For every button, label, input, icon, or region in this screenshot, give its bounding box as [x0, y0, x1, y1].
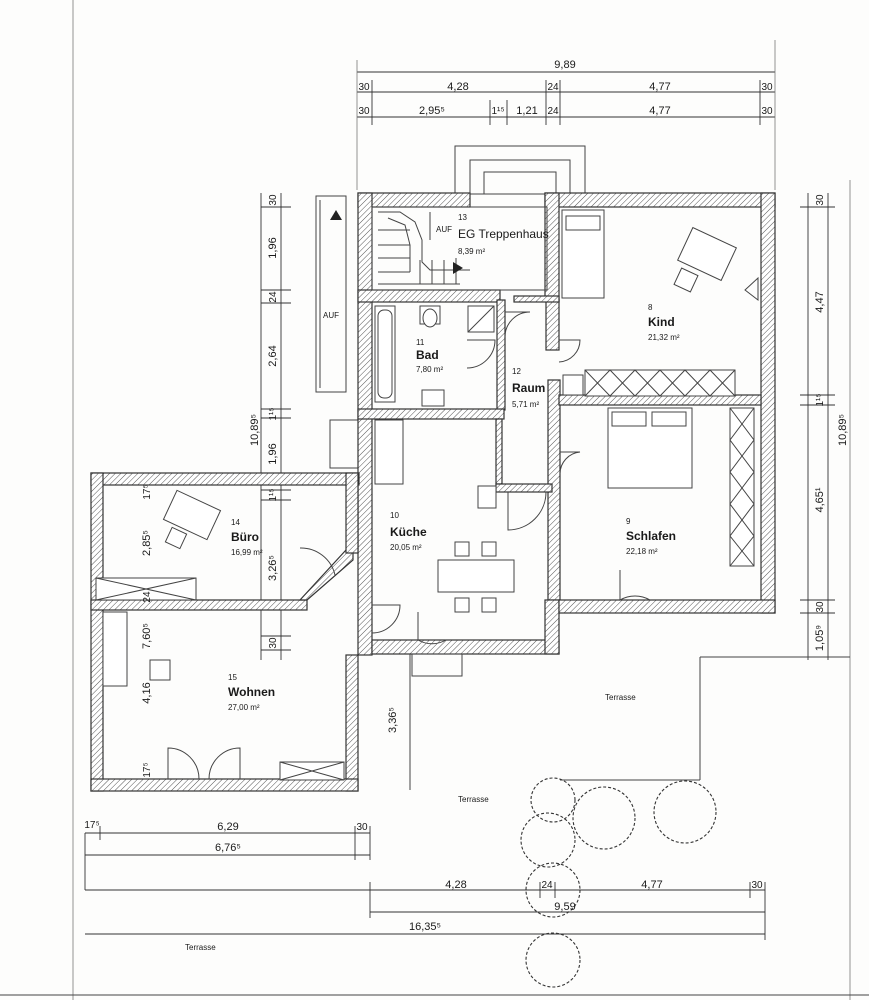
dim-top-row2-f: 4,77 [649, 105, 670, 117]
dim-right-f: 1,05⁹ [814, 625, 826, 651]
dim-bottom-r5: 16,35⁵ [409, 921, 441, 933]
dim-top-row1-b: 4,28 [447, 81, 468, 93]
room-treppenhaus-name: EG Treppenhaus [458, 227, 549, 241]
west-wing-dimensions: 17⁵ 2,85⁵ 24 7,60⁵ 4,16 17⁵ 3,36⁵ [141, 484, 399, 777]
room-kueche-number: 10 [390, 511, 399, 520]
dim-left-g: 1¹⁵ [268, 488, 279, 501]
dim-bottom-r1-b: 6,29 [217, 821, 238, 833]
dim-terrace-depth: 3,36⁵ [387, 707, 399, 733]
dim-top-row1-a: 30 [358, 82, 370, 93]
dim-left-i: 30 [268, 637, 279, 649]
room-raum-area: 5,71 m² [512, 400, 539, 409]
room-kueche-area: 20,05 m² [390, 543, 422, 552]
room-buero-number: 14 [231, 518, 240, 527]
kind-furniture [561, 209, 759, 397]
dim-right-b: 4,47 [814, 291, 826, 312]
terrace-outline [409, 654, 850, 790]
dim-left-f: 1,96 [267, 443, 279, 464]
dim-bottom-r3-b: 24 [541, 880, 553, 891]
dim-left-a: 30 [268, 194, 279, 206]
room-labels: 13 EG Treppenhaus 8,39 m² 8 Kind 21,32 m… [185, 213, 680, 952]
room-bad-number: 11 [416, 338, 425, 347]
schlafen-furniture [607, 407, 755, 567]
room-wohnen-number: 15 [228, 673, 237, 682]
dim-bottom-r1-c: 30 [356, 822, 368, 833]
room-schlafen-number: 9 [626, 517, 631, 526]
room-schlafen-name: Schlafen [626, 529, 676, 543]
room-bad-name: Bad [416, 348, 439, 362]
dim-wohnen-b: 4,16 [141, 682, 153, 703]
room-kueche-name: Küche [390, 525, 427, 539]
dim-top-row1-e: 30 [761, 82, 773, 93]
doors [167, 311, 651, 780]
dim-left-b: 1,96 [267, 237, 279, 258]
room-kind-number: 8 [648, 303, 653, 312]
dim-wohnen-a: 7,60⁵ [141, 623, 153, 649]
room-kind-area: 21,32 m² [648, 333, 680, 342]
wohnen-furniture [102, 611, 345, 781]
dim-top-row2-d: 1,21 [516, 105, 537, 117]
dim-top-row1-d: 4,77 [649, 81, 670, 93]
dim-left-d: 2,64 [267, 345, 279, 366]
room-treppenhaus-number: 13 [458, 213, 467, 222]
dim-right-d: 4,65¹ [814, 487, 826, 512]
dim-top-row2-g: 30 [761, 106, 773, 117]
ramp: AUF [315, 195, 359, 469]
dim-right-e: 30 [815, 601, 826, 613]
room-schlafen-area: 22,18 m² [626, 547, 658, 556]
dim-buero-b: 2,85⁵ [141, 530, 153, 556]
dim-right-c: 1¹⁵ [815, 393, 826, 406]
dim-top-row2-e: 24 [547, 106, 559, 117]
dim-top-row2-a: 30 [358, 106, 370, 117]
left-dimensions: 30 1,96 24 2,64 1¹⁵ 1,96 1¹⁵ 3,26⁵ 30 10… [249, 193, 291, 660]
bottom-dimensions: 17⁵ 6,29 30 6,76⁵ 4,28 24 4,77 30 9,59 1… [84, 820, 766, 940]
terrasse-east-label: Terrasse [605, 693, 636, 702]
dim-buero-c: 24 [142, 591, 153, 603]
dim-bottom-r3-d: 30 [751, 880, 763, 891]
entrance-canopy [454, 145, 586, 195]
room-bad-area: 7,80 m² [416, 365, 443, 374]
dim-left-h: 3,26⁵ [267, 555, 279, 581]
dim-bottom-r2: 6,76⁵ [215, 842, 241, 854]
dim-bottom-r4: 9,59 [554, 901, 575, 913]
staircase: AUF [371, 206, 548, 291]
right-dimensions: 30 4,47 1¹⁵ 4,65¹ 30 1,05⁹ 10,89⁵ [800, 193, 849, 660]
room-raum-name: Raum [512, 381, 545, 395]
dim-top-row2-b: 2,95⁵ [419, 105, 445, 117]
buero-furniture [95, 489, 222, 601]
dim-bottom-r3-a: 4,28 [445, 879, 466, 891]
room-wohnen-name: Wohnen [228, 685, 275, 699]
room-kind-name: Kind [648, 315, 675, 329]
room-buero-name: Büro [231, 530, 259, 544]
dim-left-total: 10,89⁵ [249, 414, 261, 446]
stair-auf-label: AUF [436, 225, 452, 234]
bathroom-fixtures [374, 305, 495, 407]
room-treppenhaus-area: 8,39 m² [458, 247, 485, 256]
dim-right-a: 30 [815, 194, 826, 206]
terrasse-south-label: Terrasse [458, 795, 489, 804]
room-raum-number: 12 [512, 367, 521, 376]
ramp-auf-label: AUF [323, 311, 339, 320]
dim-left-e: 1¹⁵ [268, 407, 279, 420]
top-dimensions: 9,89 30 4,28 24 4,77 30 30 2,95⁵ 1¹⁵ 1,2… [356, 40, 776, 190]
room-wohnen-area: 27,00 m² [228, 703, 260, 712]
dim-bottom-r1-a: 17⁵ [84, 820, 99, 831]
dim-top-total: 9,89 [554, 59, 575, 71]
dim-bottom-r3-c: 4,77 [641, 879, 662, 891]
kueche-furniture [374, 419, 515, 613]
dim-top-row2-c: 1¹⁵ [491, 106, 504, 117]
dim-wohnen-c: 17⁵ [142, 762, 153, 777]
walls [90, 192, 776, 792]
dim-right-total: 10,89⁵ [837, 414, 849, 446]
room-buero-area: 16,99 m² [231, 548, 263, 557]
terrasse-west-label: Terrasse [185, 943, 216, 952]
dim-top-row1-c: 24 [547, 82, 559, 93]
dim-buero-a: 17⁵ [142, 484, 153, 499]
dim-left-c: 24 [268, 291, 279, 303]
